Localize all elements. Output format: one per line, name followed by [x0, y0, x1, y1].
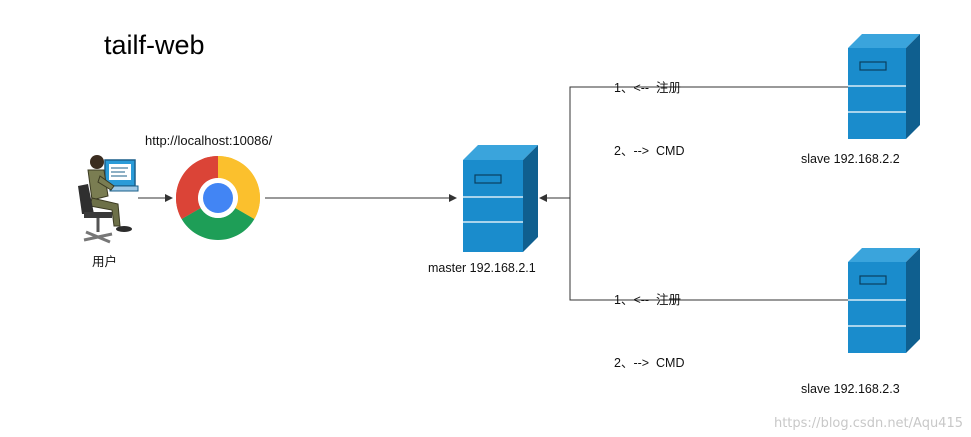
slave1-steps: 1、<-- 注册 2、--> CMD — [614, 36, 685, 183]
slave2-step-register: 1、<-- 注册 — [614, 293, 682, 307]
slave2-step-cmd: 2、--> CMD — [614, 356, 685, 370]
slave2-label: slave 192.168.2.3 — [801, 382, 900, 396]
diagram-title: tailf-web — [104, 30, 205, 60]
slave1-step-cmd: 2、--> CMD — [614, 144, 685, 158]
slave1-server-icon — [848, 34, 920, 139]
slave1-connector — [569, 86, 848, 198]
watermark: https://blog.csdn.net/Aqu415 — [773, 416, 963, 431]
browser-url-label: http://localhost:10086/ — [145, 133, 273, 148]
slave1-label: slave 192.168.2.2 — [801, 152, 900, 166]
slave2-steps: 1、<-- 注册 2、--> CMD — [614, 248, 685, 395]
slave2-connector — [569, 198, 848, 301]
user-label: 用户 — [92, 255, 118, 269]
chrome-icon — [176, 156, 260, 240]
user-at-computer-icon — [78, 155, 139, 244]
slave2-server-icon — [848, 248, 920, 353]
master-server-icon — [463, 145, 538, 252]
master-label: master 192.168.2.1 — [428, 261, 536, 275]
slave1-step-register: 1、<-- 注册 — [614, 81, 682, 95]
